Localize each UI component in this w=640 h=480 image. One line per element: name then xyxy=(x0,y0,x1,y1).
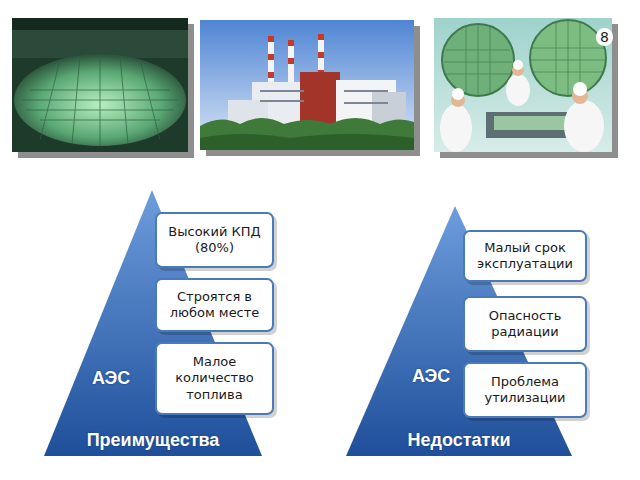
feature-box: Проблема утилизации xyxy=(463,362,587,418)
pyramid-caption: Преимущества xyxy=(43,430,263,452)
pyramid-label: АЭС xyxy=(92,368,152,390)
page-number: 8 xyxy=(596,28,613,46)
reactor-hall-photo xyxy=(12,18,194,158)
feature-box: Малое количество топлива xyxy=(155,342,274,415)
control-room-photo xyxy=(434,18,618,158)
box-text: Опасность радиации xyxy=(470,308,580,341)
box-text: Строятся в любом месте xyxy=(162,289,267,322)
pyramid-caption: Недостатки xyxy=(347,430,571,452)
pyramid-group: АЭС Преимущества Высокий КПД (80%) Строятся… xyxy=(40,186,280,458)
power-plant-photo xyxy=(200,20,420,156)
feature-box: Малый срок эксплуатации xyxy=(463,230,587,282)
feature-box: Опасность радиации xyxy=(463,296,587,352)
pyramid-group: АЭСНедостаткиМалый срок эксплуатацииОпас… xyxy=(340,200,590,458)
feature-box: Высокий КПД (80%) xyxy=(155,212,274,268)
box-text: Высокий КПД (80%) xyxy=(162,224,267,257)
box-text: Проблема утилизации xyxy=(470,374,580,407)
photo-strip xyxy=(0,0,640,170)
feature-box: Строятся в любом месте xyxy=(155,278,274,332)
box-text: Малое количество топлива xyxy=(162,354,267,403)
box-text: Малый срок эксплуатации xyxy=(470,240,580,273)
